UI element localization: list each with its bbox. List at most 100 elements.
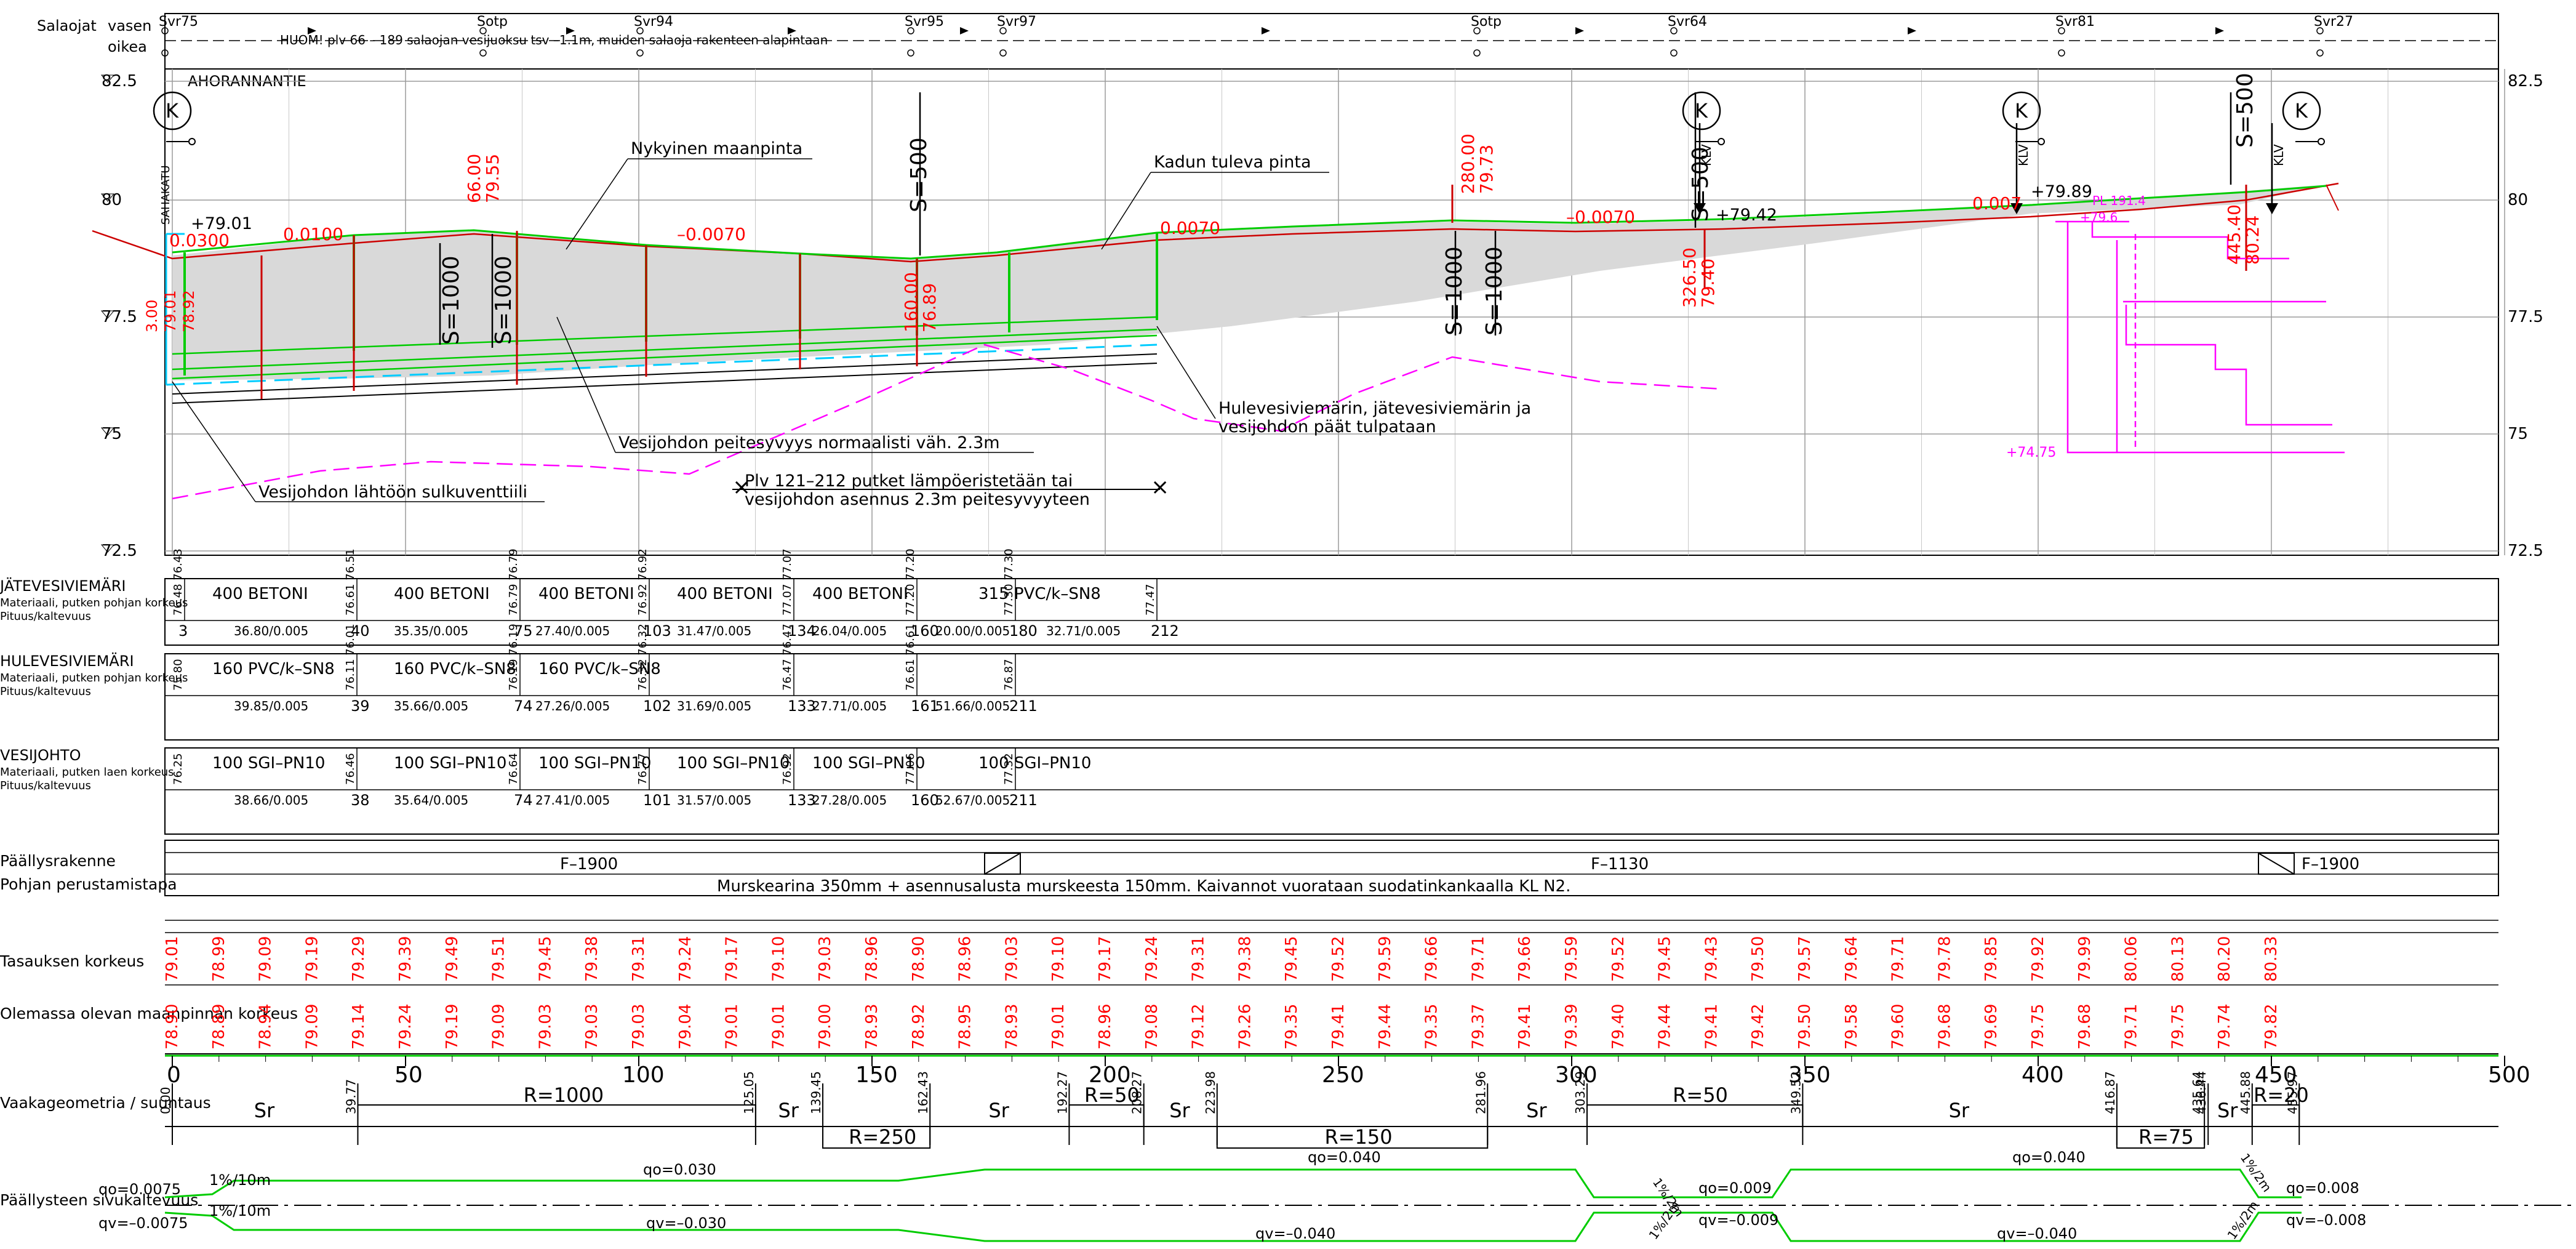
chainage-tick: 100 [622, 1062, 665, 1088]
existing-elev-value: 79.44 [1656, 1004, 1674, 1050]
existing-elev-value: 79.01 [769, 1004, 788, 1050]
existing-elev-value: 78.89 [210, 1004, 228, 1050]
well-label: Sotp [477, 14, 508, 30]
design-elev-value: 78.96 [956, 936, 975, 982]
pipe-length: 27.71/0.005 [812, 699, 887, 713]
pavement-2: F–1130 [1591, 855, 1649, 873]
design-elev-value: 79.92 [2029, 936, 2047, 982]
k-marker-letter: K [166, 99, 179, 122]
pipe-length: 39.85/0.005 [234, 699, 308, 713]
alignment-station: 192.27 [1055, 1071, 1070, 1114]
pipe-station: 103 [643, 622, 671, 640]
existing-elev-value: 79.00 [816, 1004, 834, 1050]
curve-segment-box [357, 1104, 756, 1127]
well-marker [999, 49, 1007, 57]
existing-elev-value: 79.19 [443, 1004, 462, 1050]
label-future-surface: Kadun tuleva pinta [1154, 153, 1311, 172]
pipe-label: 100 SGI–PN10 [677, 754, 790, 773]
pipe-station: 3 [178, 622, 188, 640]
pipe-length: 51.66/0.005 [935, 699, 1010, 713]
label-insulation-2: vesijohdon asennus 2.3m peitesyvyyteen [745, 490, 1090, 509]
alignment-segment-label: Sr [254, 1099, 275, 1122]
red-vertical-value: 445.40 [2224, 204, 2244, 265]
alignment-segment-label: R=150 [1325, 1125, 1393, 1149]
well-marker [2058, 27, 2065, 34]
elev-point-4: +79.6 [2080, 210, 2118, 225]
alignment-station: 349.52 [1788, 1071, 1803, 1114]
chainage-tick: 450 [2255, 1062, 2297, 1088]
pipe-length: 35.66/0.005 [394, 699, 468, 713]
flow-arrow-icon [1908, 27, 1916, 34]
well-marker [907, 49, 914, 57]
existing-elev-value: 79.39 [1562, 1004, 1581, 1050]
design-elev-value: 79.49 [443, 936, 462, 982]
pipe-bottom-elev: 76.47 76.47 [781, 624, 794, 691]
profile-annotations: Nykyinen maanpinta Kadun tuleva pinta Hu… [172, 139, 1531, 509]
grade-label-1: 0.0300 [169, 230, 230, 251]
qv-start: qv=–0.0075 [98, 1215, 188, 1232]
well-label: Sotp [1471, 14, 1502, 30]
pipe-table-title: JÄTEVESIVIEMÄRI [0, 577, 126, 595]
design-elev-value: 79.52 [1329, 936, 1348, 982]
design-surface-line [172, 185, 2327, 260]
y-tick-right: 77.5 [2508, 308, 2543, 326]
chainage-tick: 250 [1322, 1062, 1364, 1088]
alignment-station: 208.27 [1130, 1071, 1145, 1114]
qv-5: qv=–0.008 [2286, 1211, 2366, 1229]
pipe-bottom-elev: 76.61 76.51 [344, 548, 357, 616]
alignment-segment-label: Sr [988, 1099, 1009, 1122]
k-marker-icon [153, 91, 192, 131]
pipe-length: 32.71/0.005 [1046, 624, 1121, 638]
design-elev-value: 79.59 [1562, 936, 1581, 982]
curve-segment-box [2251, 1104, 2300, 1127]
alignment-segment-label: Sr [778, 1099, 799, 1122]
existing-elev-value: 79.37 [1469, 1004, 1487, 1050]
label-plug-note-1: Hulevesiviemärin, jätevesiviemärin ja [1218, 399, 1531, 418]
existing-elev-value: 79.14 [350, 1004, 368, 1050]
pipe-bottom-elev: 76.46 [344, 753, 357, 785]
curve-segment-box [822, 1126, 931, 1149]
flow-arrow-icon [960, 27, 969, 34]
pipe-bottom-elev: 76.25 [172, 753, 185, 785]
magenta-structure [2055, 220, 2345, 454]
existing-elev-value: 79.68 [1935, 1004, 1954, 1050]
storm-pipe-line [166, 343, 1158, 386]
existing-elev-value: 79.82 [2262, 1004, 2281, 1050]
pipe-length: 35.64/0.005 [394, 793, 468, 808]
alignment-station: 162.43 [916, 1071, 930, 1114]
pipe-table-sub: Pituus/kaltevuus [0, 685, 91, 698]
existing-elev-value: 79.08 [1143, 1004, 1161, 1050]
ramp-2-bottom: 1%/2m [1646, 1198, 1682, 1242]
pipe-bottom-elev: 76.77 [636, 753, 649, 785]
chainage-tick: 0 [167, 1062, 181, 1088]
design-elev-value: 79.45 [536, 936, 554, 982]
arrow-down-icon [2010, 203, 2023, 214]
pavement-label: Päällysrakenne [0, 852, 116, 870]
alignment-label: Vaakageometria / suuntaus [0, 1094, 211, 1112]
chainage-tick: 50 [394, 1062, 423, 1088]
existing-elev-value: 78.95 [956, 1004, 975, 1050]
foundation-text: Murskearina 350mm + asennusalusta murske… [717, 877, 1570, 896]
qo-1: qo=0.030 [643, 1161, 716, 1178]
pipe-bottom-elev: 77.07 77.07 [781, 548, 794, 616]
design-elev-value: 79.09 [257, 936, 275, 982]
elev-point-5: +74.75 [2006, 445, 2056, 460]
existing-elev-value: 79.03 [583, 1004, 601, 1050]
existing-elev-value: 79.03 [630, 1004, 648, 1050]
alignment-station: 435.64 [2190, 1071, 2205, 1114]
existing-elev-value: 79.75 [2029, 1004, 2047, 1050]
pipe-station: 74 [514, 792, 533, 809]
well-label: Svr81 [2055, 14, 2095, 30]
grade-label-6: 0.007 [1972, 193, 2022, 214]
design-elev-value: 79.59 [1376, 936, 1394, 982]
curve-segment-box [1586, 1104, 1804, 1127]
salaojat-header: Salaojat vasen oikea HUOM! plv 66 – 189 … [37, 13, 2499, 70]
tick-triangle-icon [100, 74, 115, 83]
tick-triangle-icon [100, 310, 115, 319]
trench-bottom-line [172, 363, 1158, 404]
existing-elev-value: 79.42 [1749, 1004, 1767, 1050]
